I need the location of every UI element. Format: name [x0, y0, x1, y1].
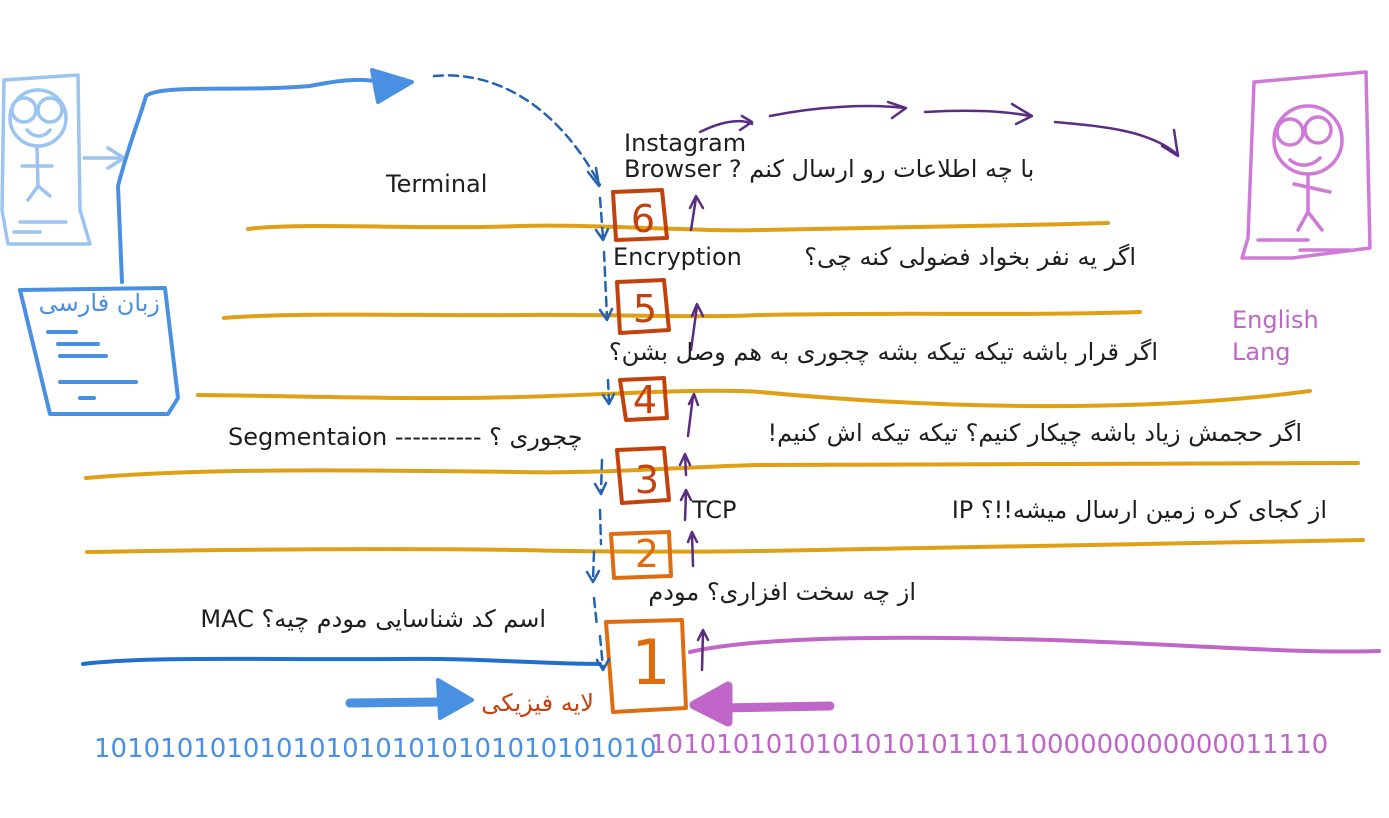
up-arrow-4-5: [683, 453, 688, 477]
sender-flow-arrow: [116, 68, 474, 720]
down-arrow-5-4: [602, 250, 609, 320]
layer-number-1: 1: [631, 626, 671, 699]
layer-boundary-lines: [84, 221, 1365, 554]
boundary-line-layer-4: [196, 388, 1312, 409]
receiver-bitstream: 1010101010101010101101100000000000001111…: [650, 730, 1329, 760]
boundary-line-layer-2: [85, 538, 1365, 554]
down-arrow-curve: [432, 74, 602, 187]
up-arrow-6-top: [689, 304, 699, 352]
split-question: اگر حجمش زیاد باشه چیکار کنیم؟ تیکه تیکه…: [767, 419, 1302, 447]
layer-box-5: [615, 278, 671, 335]
terminal-label: Terminal: [386, 170, 488, 198]
down-arrow-2-1c: [592, 596, 599, 628]
up-arrow-3-4: [683, 490, 688, 522]
layer-box-2: [609, 530, 673, 580]
physical-layer-label: لایه فیزیکی: [481, 689, 594, 717]
layer-box-3: [615, 446, 671, 505]
hardware-question: از چه سخت افزاری؟ مودم: [648, 578, 916, 606]
layer-number-2: 2: [634, 532, 660, 576]
down-arrow-into-1: [598, 634, 605, 670]
sender-document-icon: [18, 286, 180, 416]
tcp-label: TCP: [692, 496, 737, 524]
down-arrow-2-1a: [598, 508, 603, 546]
bottom-line-receiver: [688, 635, 1381, 654]
receiver-person-icon: [1240, 70, 1372, 260]
down-arrow-4-3: [606, 378, 611, 404]
down-arrow-2-1b: [591, 550, 596, 582]
sender-person-icon: [0, 73, 126, 246]
up-arrow-into-2: [700, 630, 705, 672]
bottom-line-sender: [81, 656, 602, 666]
receiver-language-label: English Lang: [1232, 306, 1319, 366]
layer-number-4: 4: [632, 378, 658, 422]
layer-number-boxes: [604, 188, 688, 714]
up-arrow-5-6: [686, 394, 695, 438]
layer-box-4: [618, 376, 669, 422]
ip-question: از کجای کره زمین ارسال میشه!!؟ IP: [951, 496, 1327, 524]
down-arrow-6-5: [598, 196, 605, 240]
mac-question: اسم کد شناسایی مودم چیه؟ MAC: [200, 605, 546, 633]
down-arrows: [432, 74, 611, 670]
layer-number-6: 6: [630, 197, 656, 241]
sender-bitstream: 1010101010101010101010101010101010: [94, 734, 657, 764]
reassemble-question: اگر قرار باشه تیکه تیکه بشه چجوری به هم …: [608, 338, 1158, 366]
sender-small-arrow: [82, 146, 126, 170]
browser-question: Browser ? با چه اطلاعات رو ارسال کنم: [624, 155, 1035, 183]
encryption-question: اگر یه نفر بخواد فضولی کنه چی؟: [804, 243, 1136, 271]
layer-box-6: [611, 188, 669, 242]
instagram-label: Instagram: [624, 129, 747, 157]
encryption-label: Encryption: [613, 243, 742, 271]
layer-number-5: 5: [632, 287, 658, 331]
layer-box-1: [604, 618, 688, 714]
up-arrow-2-3: [690, 532, 695, 568]
up-arrows: [678, 100, 1180, 672]
segmentation-label: Segmentaion ---------- چجوری ؟: [228, 423, 583, 451]
down-arrow-heads: [585, 166, 616, 672]
boundary-line-layer-5: [222, 310, 1142, 320]
down-arrow-3-2: [599, 458, 604, 494]
sender-physical-arrow: [345, 697, 445, 708]
up-arrow-to-receiver: [698, 104, 1180, 157]
boundary-line-layer-6: [246, 221, 1110, 233]
sender-language-label: زبان فارسی: [38, 289, 160, 317]
layer-number-3: 3: [634, 458, 660, 502]
receiver-physical-arrow: [689, 681, 835, 727]
boundary-line-layer-3: [84, 460, 1360, 480]
up-arrow-into-top: [689, 196, 698, 232]
